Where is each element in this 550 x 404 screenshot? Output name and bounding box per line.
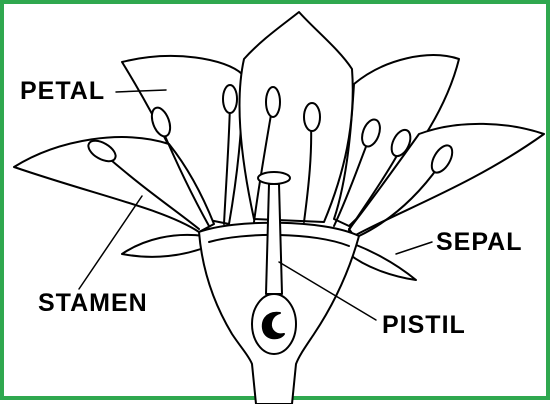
leader-line-sepal — [395, 241, 433, 255]
anthers — [87, 84, 454, 174]
ovary — [251, 293, 297, 355]
pistil-label: PISTIL — [382, 311, 466, 339]
leader-line-petal — [115, 89, 167, 93]
sepal-left — [121, 233, 210, 258]
petal-center — [238, 11, 354, 223]
pistil-stigma — [257, 171, 291, 185]
sepal-label: SEPAL — [436, 228, 523, 256]
leader-line-pistil — [278, 261, 377, 321]
sepal-right — [348, 243, 417, 281]
petal-right — [348, 122, 545, 237]
stamen-label: STAMEN — [38, 289, 148, 317]
flower-diagram — [13, 11, 545, 404]
ovule — [261, 311, 285, 340]
leader-lines — [78, 89, 433, 321]
leader-line-stamen — [78, 195, 143, 290]
petal-left — [13, 136, 215, 233]
petal-label: PETAL — [20, 77, 106, 105]
pistil-style — [265, 183, 283, 295]
